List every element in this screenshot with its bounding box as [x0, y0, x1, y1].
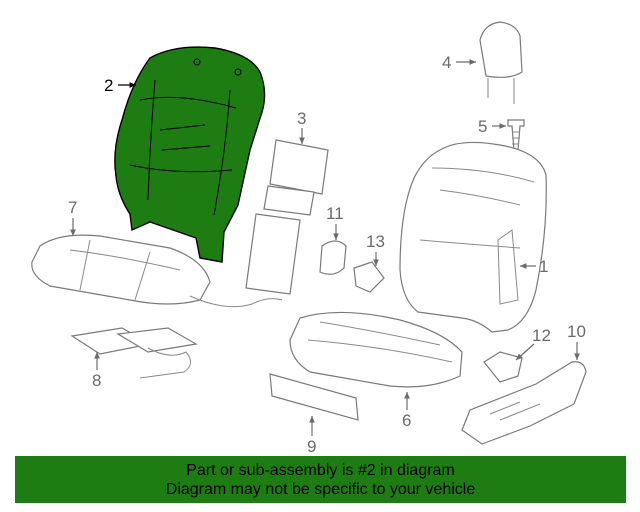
banner-line-1: Part or sub-assembly is #2 in diagram [186, 462, 455, 479]
callout-12-leader [515, 343, 535, 361]
trim-strip-part-9[interactable] [269, 373, 359, 421]
callout-8: 8 [92, 371, 101, 390]
banner-line-2: Diagram may not be specific to your vehi… [165, 481, 476, 498]
callout-7: 7 [68, 198, 77, 217]
seat-cushion-part-6[interactable] [289, 311, 463, 388]
side-cover-part-10[interactable] [461, 361, 587, 445]
parts-diagram: 1 2 3 4 5 6 7 8 9 10 11 12 13 [31, 21, 587, 456]
callout-3: 3 [297, 109, 306, 128]
screw-part-5[interactable] [507, 119, 525, 151]
callout-12: 12 [532, 326, 551, 345]
callout-9: 9 [307, 437, 316, 456]
seat-cushion-pad-part-7[interactable] [31, 234, 283, 308]
bracket-part-13[interactable] [353, 261, 385, 293]
diagram-notice-banner: Part or sub-assembly is #2 in diagram Di… [15, 456, 626, 503]
seat-back-pad-part-2[interactable] [114, 46, 266, 263]
callout-11: 11 [326, 204, 344, 223]
callout-6: 6 [402, 411, 411, 430]
callout-5: 5 [478, 117, 487, 136]
callout-10: 10 [567, 322, 586, 341]
clip-part-12[interactable] [483, 351, 523, 383]
callout-4: 4 [442, 53, 451, 72]
back-panel-part-3[interactable] [245, 139, 329, 295]
seat-heater-part-8[interactable] [70, 327, 198, 379]
bracket-part-11[interactable] [319, 240, 347, 275]
callout-2: 2 [104, 76, 113, 95]
callout-1: 1 [539, 257, 548, 276]
headrest-part-4[interactable] [479, 21, 523, 104]
seat-back-part-1[interactable] [399, 141, 547, 333]
callout-13: 13 [366, 232, 385, 251]
